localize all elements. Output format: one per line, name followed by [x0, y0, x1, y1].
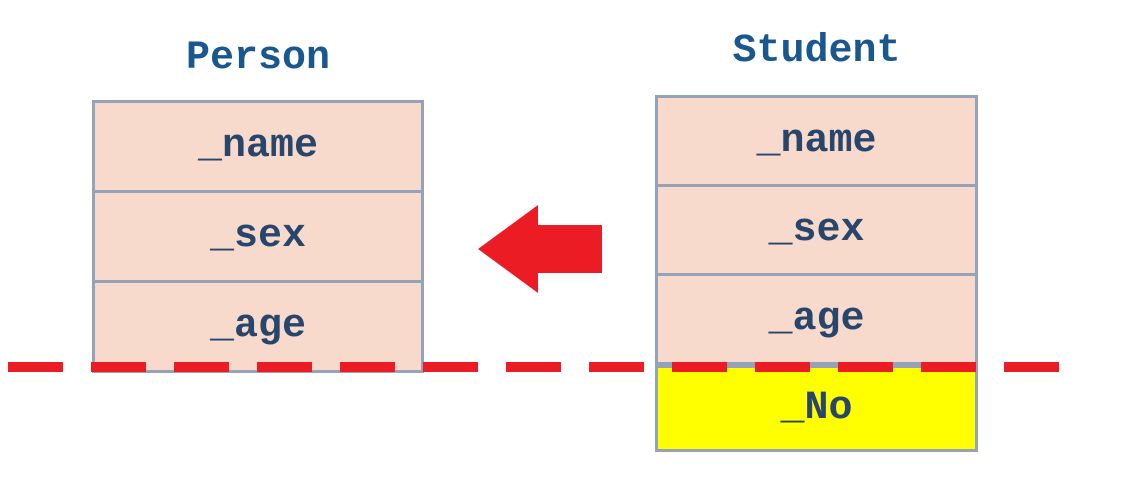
person-field-age: _age — [95, 280, 421, 370]
inherited-members-divider-line — [8, 362, 1080, 372]
person-field-sex: _sex — [95, 190, 421, 280]
student-field-no: _No — [655, 365, 978, 452]
person-class-box: _name _sex _age — [92, 100, 424, 373]
person-field-name: _name — [197, 124, 319, 169]
inheritance-arrow-icon — [478, 205, 602, 293]
student-field-age: _age — [658, 273, 975, 362]
student-class-box: _name _sex _age — [655, 95, 978, 365]
student-field-name: _name — [756, 118, 877, 164]
person-class-title: Person — [185, 36, 331, 81]
student-class-title: Student — [732, 29, 901, 74]
student-field-sex: _sex — [658, 184, 975, 273]
